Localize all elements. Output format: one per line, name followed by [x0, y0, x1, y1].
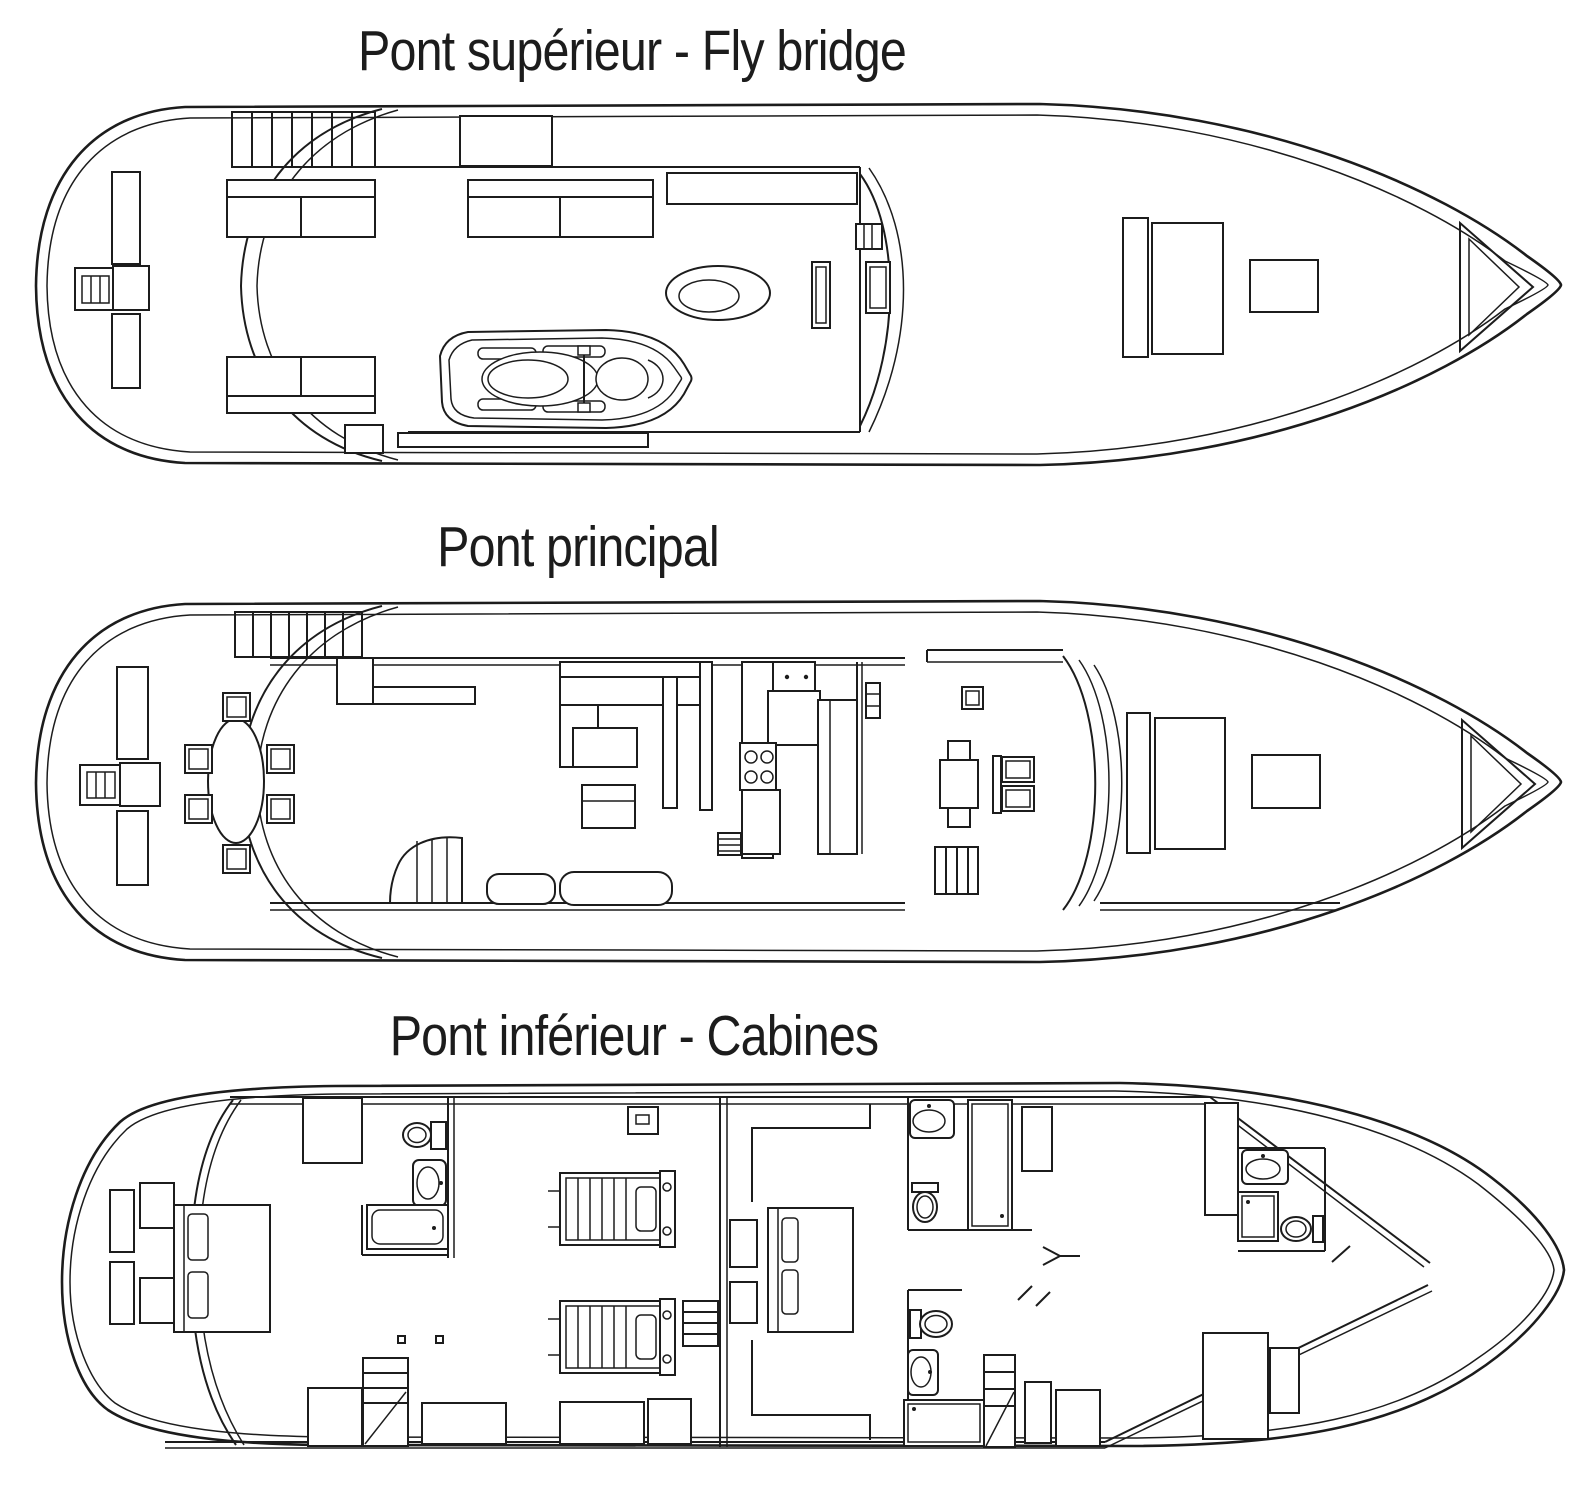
- dining-chair: [222, 692, 251, 722]
- vip-bathroom: [907, 1097, 1080, 1266]
- sun-bench-port-mid: [467, 179, 654, 238]
- bow-pulpit-outer: [1461, 717, 1537, 851]
- toilet: [1280, 1215, 1324, 1243]
- twin-cabin: [421, 1106, 719, 1445]
- wall-tv: [627, 1106, 659, 1135]
- sun-bench-starboard: [226, 356, 376, 414]
- hull-outline: [34, 599, 1563, 964]
- dining-chair: [266, 794, 295, 824]
- bow-pulpit-outer: [1459, 220, 1535, 354]
- door-swing: [1042, 1246, 1080, 1266]
- toilet: [911, 1182, 939, 1223]
- deck-upper-plan: [34, 102, 1563, 467]
- dining-chair: [266, 744, 295, 774]
- locker: [1055, 1389, 1101, 1447]
- wet-bar-counter: [666, 172, 858, 205]
- windshield-arcs: [1062, 655, 1123, 911]
- shower: [967, 1099, 1013, 1231]
- sink: [909, 1099, 955, 1139]
- sun-bench-port-aft: [226, 179, 376, 238]
- stairs-down-aft: [983, 1285, 1051, 1448]
- foredeck-upper: [1122, 217, 1535, 358]
- toilet: [909, 1309, 953, 1339]
- double-bed: [767, 1207, 854, 1333]
- saloon-walls: [270, 657, 905, 911]
- nightstand: [729, 1281, 758, 1324]
- stairs-to-upper-deck: [234, 611, 363, 658]
- locker: [1024, 1381, 1052, 1444]
- counter-starboard: [817, 699, 858, 855]
- cabinet: [1021, 1106, 1053, 1172]
- coffee-table: [572, 727, 638, 768]
- deck-main-plan: [34, 599, 1563, 964]
- dining-chair: [184, 794, 213, 824]
- hull-outline: [34, 102, 1563, 467]
- pilothouse: [926, 649, 1340, 911]
- deck-lower-plan: [60, 1081, 1566, 1449]
- single-bed: [548, 1298, 676, 1376]
- storage-bench: [559, 1401, 645, 1445]
- bow-cabin: [1202, 1102, 1351, 1440]
- storage-bench: [647, 1398, 692, 1445]
- single-bed: [548, 1170, 676, 1248]
- flybridge-aft-curve: [239, 108, 399, 462]
- master-bathroom: [366, 1121, 449, 1250]
- ladder-steps: [682, 1300, 719, 1347]
- dining-chair: [184, 744, 213, 774]
- aft-deck-dining-set: [184, 692, 295, 874]
- deck-title-main: Pont principal: [437, 515, 720, 579]
- guest-bathroom: [903, 1285, 1101, 1448]
- armchair: [581, 784, 636, 829]
- tv-cabinet: [662, 676, 678, 809]
- stairs-to-flybridge: [231, 111, 376, 168]
- vent-grille: [865, 682, 881, 719]
- saloon-sofa-group: [559, 661, 713, 829]
- side-locker: [459, 115, 553, 167]
- dishwasher: [717, 832, 742, 856]
- double-bed: [173, 1204, 271, 1333]
- sink: [412, 1159, 447, 1207]
- storage-bench: [421, 1402, 507, 1445]
- dining-chair: [222, 844, 251, 874]
- swim-platform-stern: [79, 666, 161, 886]
- swim-platform-stern: [74, 171, 150, 389]
- deck-title-upper: Pont supérieur - Fly bridge: [358, 19, 907, 83]
- nightstand: [139, 1182, 175, 1229]
- nightstand: [139, 1277, 175, 1324]
- bathtub: [366, 1204, 449, 1250]
- deck-title-lower: Pont inférieur - Cabines: [389, 1004, 879, 1068]
- tender-jetski: [438, 328, 693, 430]
- helm-seats: [992, 755, 1035, 814]
- stove-burners: [739, 742, 777, 791]
- shower: [903, 1399, 985, 1447]
- gangway-passerelle: [344, 424, 649, 454]
- master-cabin: [109, 1097, 363, 1333]
- foredeck-main: [1126, 712, 1537, 854]
- flybridge-table: [665, 265, 771, 321]
- galley: [717, 661, 881, 859]
- berth-cabinet: [1202, 1332, 1269, 1440]
- bow-pulpit-inner: [1468, 237, 1521, 337]
- toilet: [402, 1121, 447, 1150]
- nightstand: [729, 1219, 758, 1268]
- step-box: [811, 261, 831, 329]
- stairs-down-from-pilothouse: [934, 846, 979, 895]
- upper-cabinets: [772, 661, 816, 692]
- saloon-stairs-down: [388, 836, 463, 904]
- shower: [1237, 1191, 1279, 1242]
- dinette: [939, 740, 979, 828]
- sink: [907, 1349, 939, 1396]
- cockpit-aft: [388, 836, 673, 906]
- bow-pulpit-inner: [1470, 734, 1523, 834]
- wardrobe: [302, 1097, 363, 1164]
- wardrobe: [1204, 1102, 1239, 1216]
- companionway-stairs: [307, 1335, 444, 1447]
- sink: [1241, 1149, 1289, 1185]
- side-table: [1269, 1347, 1300, 1414]
- vip-cabin: [729, 1104, 871, 1440]
- helm-station: [855, 223, 891, 314]
- hull-outline: [60, 1081, 1566, 1448]
